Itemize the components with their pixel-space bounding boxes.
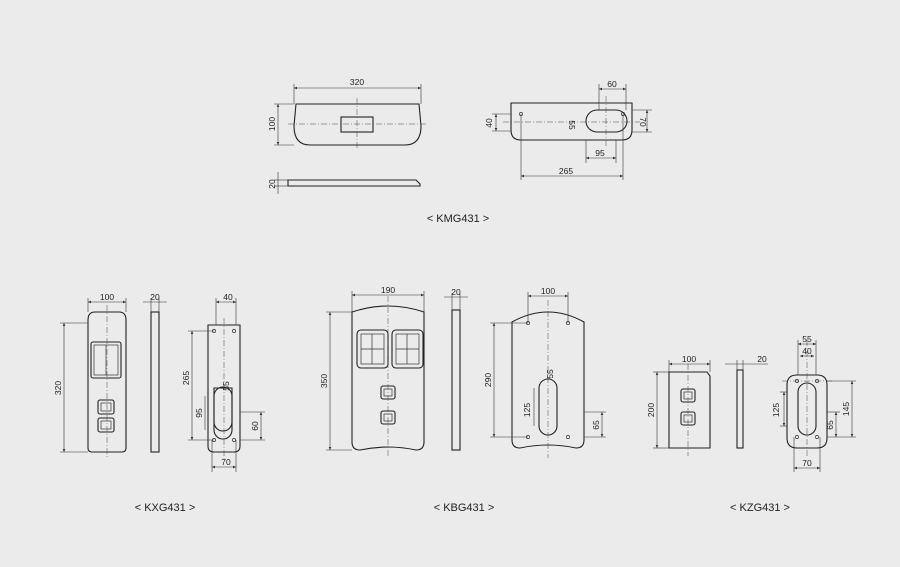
kmg431-height-label: 100: [267, 117, 277, 131]
kmg431-mount-slot-width-label: 95: [595, 148, 605, 158]
kxg431-mounting-plate: 40 265 55 95 60 70: [181, 292, 265, 472]
kmg431-thickness-label: 20: [267, 179, 277, 189]
kzg431-mount-slot-height-label: 125: [771, 403, 781, 417]
kbg431-height-label: 350: [319, 374, 329, 388]
kmg431-mount-slot-height-label: 70: [638, 117, 648, 127]
kxg431-thickness-label: 20: [150, 292, 160, 302]
kzg431-mount-width-label: 40: [802, 346, 812, 356]
kzg431-thickness-label: 20: [757, 354, 767, 364]
kbg431-front-view: 190 350: [319, 285, 425, 458]
kmg431-mounting-plate: 60 40 70 55 95 265: [484, 79, 652, 180]
kmg431-mount-width-label: 60: [607, 79, 617, 89]
kxg431-side-view: 20: [143, 292, 167, 453]
kzg431-mount-slot-radius-label: 55: [802, 334, 812, 344]
kxg431-width-label: 100: [100, 292, 114, 302]
kmg431-side-view: 20: [267, 172, 421, 194]
kmg431-front-view: 320 100: [267, 77, 428, 150]
kbg431-caption: < KBG431 >: [434, 502, 495, 514]
kzg431-mount-slot-offset-label: 65: [825, 420, 835, 430]
kmg431-width-label: 320: [350, 77, 364, 87]
kbg431-mount-pitch-label: 290: [483, 373, 493, 387]
kxg431-height-label: 320: [53, 381, 63, 395]
kxg431-mount-slot-offset-label: 60: [250, 421, 260, 431]
kzg431-width-label: 100: [682, 354, 696, 364]
kmg431-mount-hole-offset-label: 40: [484, 118, 494, 128]
kbg431-drawing: 190 350 20 100: [319, 285, 606, 514]
kbg431-side-view: 20: [444, 287, 468, 451]
kzg431-drawing: 100 200 20 55: [646, 334, 856, 514]
kbg431-thickness-label: 20: [451, 287, 461, 297]
kzg431-caption: < KZG431 >: [730, 502, 790, 514]
kxg431-mount-width-label: 40: [223, 292, 233, 302]
kxg431-caption: < KXG431 >: [135, 502, 196, 514]
kzg431-mounting-plate: 55 40 125 145 65 70: [771, 334, 856, 472]
kxg431-front-view: 100 320: [53, 292, 127, 458]
kxg431-mount-slot-width-label: 70: [221, 457, 231, 467]
kbg431-mount-slot-offset-label: 65: [591, 420, 601, 430]
kxg431-mount-pitch-label: 265: [181, 371, 191, 385]
kbg431-mount-slot-height-label: 125: [522, 403, 532, 417]
kbg431-width-label: 190: [381, 285, 395, 295]
kmg431-mount-pitch-label: 265: [559, 166, 573, 176]
kxg431-drawing: 100 320 20 40: [53, 292, 265, 514]
kbg431-mount-width-label: 100: [541, 286, 555, 296]
kzg431-height-label: 200: [646, 403, 656, 417]
kmg431-caption: < KMG431 >: [427, 213, 489, 225]
kxg431-mount-slot-radius-label: 55: [221, 381, 231, 391]
kzg431-mount-height-label: 145: [841, 402, 851, 416]
kbg431-mount-slot-radius-label: 55: [545, 369, 555, 379]
kmg431-drawing: 320 100 20 60: [267, 77, 652, 225]
kbg431-mounting-plate: 100 290 55 125 65: [483, 286, 606, 458]
kzg431-side-view: 20: [725, 354, 768, 449]
kzg431-front-view: 100 200: [646, 354, 711, 456]
kzg431-mount-slot-width-label: 70: [802, 458, 812, 468]
kxg431-mount-slot-height-label: 95: [194, 408, 204, 418]
kmg431-mount-slot-radius-label: 55: [567, 120, 577, 130]
